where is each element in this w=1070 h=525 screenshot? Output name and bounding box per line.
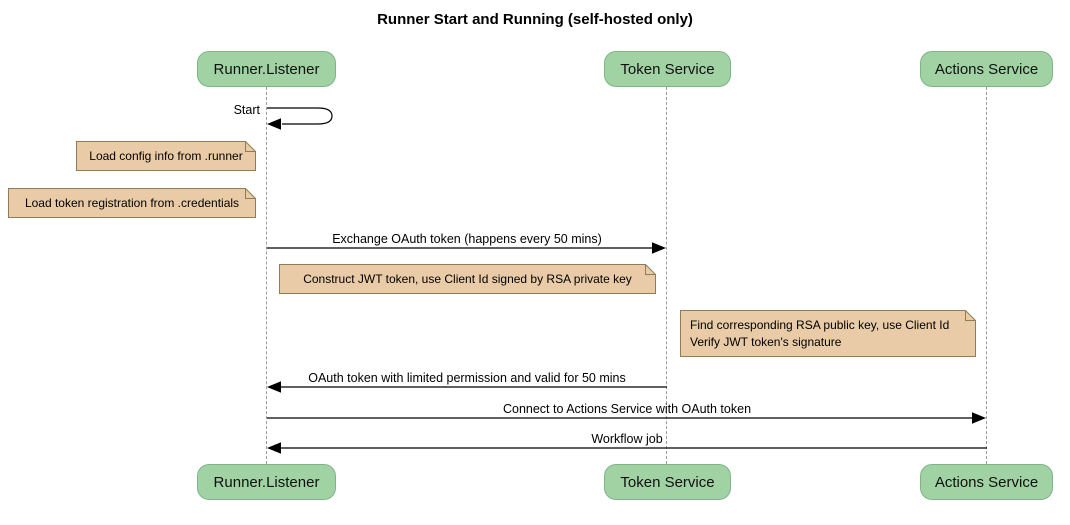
participant-label: Actions Service (934, 473, 1039, 491)
lifeline-token-service (666, 87, 667, 464)
lifeline-actions-service (986, 87, 987, 464)
participant-runner-listener-bottom: Runner.Listener (197, 464, 336, 500)
note-shape (76, 141, 256, 171)
participant-token-service-top: Token Service (604, 51, 731, 87)
note-construct-jwt: Construct JWT token, use Client Id signe… (279, 264, 656, 294)
participant-label: Token Service (620, 60, 715, 78)
note-find-rsa: Find corresponding RSA public key, use C… (680, 310, 976, 357)
message-exchange-label: Exchange OAuth token (happens every 50 m… (332, 232, 602, 246)
message-start-label: Start (233, 103, 260, 117)
start-self-arrow (267, 107, 333, 130)
note-text-line: Find corresponding RSA public key, use C… (690, 317, 950, 332)
message-workflow-label: Workflow job (591, 432, 663, 446)
note-text-line: Construct JWT token, use Client Id signe… (303, 271, 632, 286)
note-text-line: Load config info from .runner (89, 148, 243, 163)
participant-label: Actions Service (934, 60, 1039, 78)
note-text-line: Load token registration from .credential… (24, 195, 240, 210)
participant-label: Runner.Listener (213, 473, 320, 491)
participant-actions-service-top: Actions Service (920, 51, 1053, 87)
participant-label: Token Service (620, 473, 715, 491)
note-load-config: Load config info from .runner (76, 141, 256, 171)
note-shape (8, 188, 256, 218)
message-connect-label: Connect to Actions Service with OAuth to… (502, 402, 752, 416)
participant-token-service-bottom: Token Service (604, 464, 731, 500)
diagram-title: Runner Start and Running (self-hosted on… (377, 11, 693, 28)
note-shape (680, 310, 976, 357)
message-oauth-return-label: OAuth token with limited permission and … (308, 371, 626, 385)
note-shape (279, 264, 656, 294)
participant-runner-listener-top: Runner.Listener (197, 51, 336, 87)
participant-label: Runner.Listener (213, 60, 320, 78)
note-load-token: Load token registration from .credential… (8, 188, 256, 218)
participant-actions-service-bottom: Actions Service (920, 464, 1053, 500)
note-text-line: Verify JWT token's signature (690, 334, 842, 349)
lifeline-runner-listener (266, 87, 267, 464)
